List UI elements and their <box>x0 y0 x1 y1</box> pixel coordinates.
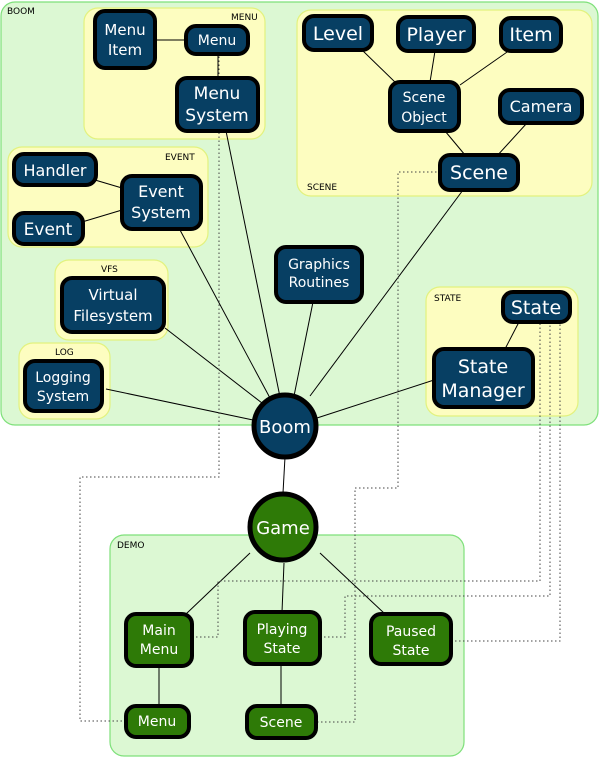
node-menu-item-line2: Item <box>108 41 142 59</box>
node-demo-scene[interactable]: Scene <box>245 704 318 740</box>
node-scene-object-line1: Scene <box>403 90 446 106</box>
node-logging-system-line2: System <box>37 389 89 405</box>
node-event-system[interactable]: Event System <box>120 174 203 231</box>
node-graphics-routines[interactable]: Graphics Routines <box>274 245 364 304</box>
cluster-vfs-label: VFS <box>101 265 118 275</box>
cluster-menu-label: MENU <box>231 13 258 23</box>
cluster-log-label: LOG <box>55 348 74 358</box>
node-level-label: Level <box>313 23 363 45</box>
edge-vfs-boom <box>164 327 263 404</box>
dotted-paused-state-to-state <box>451 322 561 642</box>
node-main-menu[interactable]: Main Menu <box>124 612 194 668</box>
node-state-manager[interactable]: State Manager <box>432 347 535 409</box>
edge-event-system-boom <box>179 229 271 399</box>
edge-game-playing-state <box>281 562 285 613</box>
node-paused-state-line1: Paused <box>386 624 436 640</box>
node-demo-menu[interactable]: Menu <box>124 704 191 739</box>
node-graphics-routines-line1: Graphics <box>288 257 350 273</box>
node-menu-label: Menu <box>198 33 236 49</box>
edge-camera-scene <box>495 122 528 158</box>
cluster-event-label: EVENT <box>165 153 195 163</box>
node-logging-system[interactable]: Logging System <box>23 359 104 413</box>
node-state-manager-line1: State <box>458 356 508 378</box>
edge-item-scene-object <box>459 49 511 86</box>
node-menu-system-line1: Menu <box>194 84 241 104</box>
dotted-edges <box>79 40 561 723</box>
node-logging-system-line1: Logging <box>35 370 91 386</box>
node-camera[interactable]: Camera <box>498 88 584 125</box>
node-item[interactable]: Item <box>499 16 563 53</box>
edge-menu-system-boom <box>225 130 281 398</box>
dotted-playing-state-to-state <box>320 322 551 638</box>
node-level[interactable]: Level <box>302 14 374 52</box>
node-game-label: Game <box>256 518 310 539</box>
solid-edges <box>81 39 528 706</box>
edge-boom-game <box>282 456 286 494</box>
dotted-scene-to-engine-scene <box>317 171 440 723</box>
node-event[interactable]: Event <box>12 211 85 246</box>
node-item-label: Item <box>509 24 552 46</box>
node-state[interactable]: State <box>501 290 572 324</box>
edge-graphics-boom <box>293 301 314 397</box>
node-event-system-line1: Event <box>138 182 184 201</box>
edge-handler-event-system <box>94 179 123 189</box>
node-player-label: Player <box>406 24 465 46</box>
node-main-menu-line2: Menu <box>140 642 178 658</box>
node-scene-label: Scene <box>450 162 508 184</box>
cluster-state-label: STATE <box>434 294 461 304</box>
node-handler[interactable]: Handler <box>12 152 98 187</box>
node-handler-label: Handler <box>24 161 87 180</box>
node-player[interactable]: Player <box>396 15 476 53</box>
edge-game-paused-state <box>319 552 386 615</box>
node-main-menu-line1: Main <box>142 623 175 639</box>
node-menu[interactable]: Menu <box>184 24 250 56</box>
cluster-boom-label: BOOM <box>7 7 35 17</box>
node-state-label: State <box>511 297 561 319</box>
edge-game-main-menu <box>185 552 251 615</box>
node-menu-system-line2: System <box>185 106 248 126</box>
cluster-scene-label: SCENE <box>307 183 337 193</box>
node-boom-label: Boom <box>259 417 311 438</box>
node-virtual-filesystem-line1: Virtual <box>88 286 137 304</box>
node-camera-label: Camera <box>510 97 573 116</box>
node-playing-state-line1: Playing <box>257 622 308 638</box>
node-virtual-filesystem[interactable]: Virtual Filesystem <box>60 276 166 334</box>
node-paused-state[interactable]: Paused State <box>369 612 453 666</box>
node-state-manager-line2: Manager <box>441 380 524 402</box>
edge-event-event-system <box>81 209 123 223</box>
node-playing-state[interactable]: Playing State <box>243 610 322 666</box>
node-graphics-routines-line2: Routines <box>289 275 350 291</box>
edge-scene-object-scene <box>444 130 466 156</box>
edge-logging-boom <box>105 388 254 421</box>
node-demo-menu-label: Menu <box>138 714 176 730</box>
node-event-label: Event <box>24 220 73 240</box>
edge-level-scene-object <box>361 49 399 86</box>
node-boom[interactable]: Boom <box>251 392 319 460</box>
node-demo-scene-label: Scene <box>260 715 303 731</box>
cluster-demo-label: DEMO <box>117 541 144 551</box>
node-menu-item[interactable]: Menu Item <box>93 9 157 70</box>
node-paused-state-line2: State <box>392 643 429 659</box>
edge-player-scene-object <box>429 50 436 83</box>
node-scene[interactable]: Scene <box>438 153 520 192</box>
node-game[interactable]: Game <box>247 491 319 563</box>
node-virtual-filesystem-line2: Filesystem <box>73 307 152 325</box>
node-event-system-line2: System <box>131 203 191 222</box>
edge-scene-boom <box>309 189 464 397</box>
node-playing-state-line2: State <box>263 641 300 657</box>
dotted-main-menu-to-state <box>192 322 541 638</box>
edge-state-state-manager <box>504 321 520 350</box>
node-scene-object[interactable]: Scene Object <box>388 80 461 133</box>
node-menu-item-line1: Menu <box>104 21 145 39</box>
edge-state-manager-boom <box>316 379 435 419</box>
node-scene-object-line2: Object <box>401 110 447 126</box>
node-menu-system[interactable]: Menu System <box>175 76 260 133</box>
